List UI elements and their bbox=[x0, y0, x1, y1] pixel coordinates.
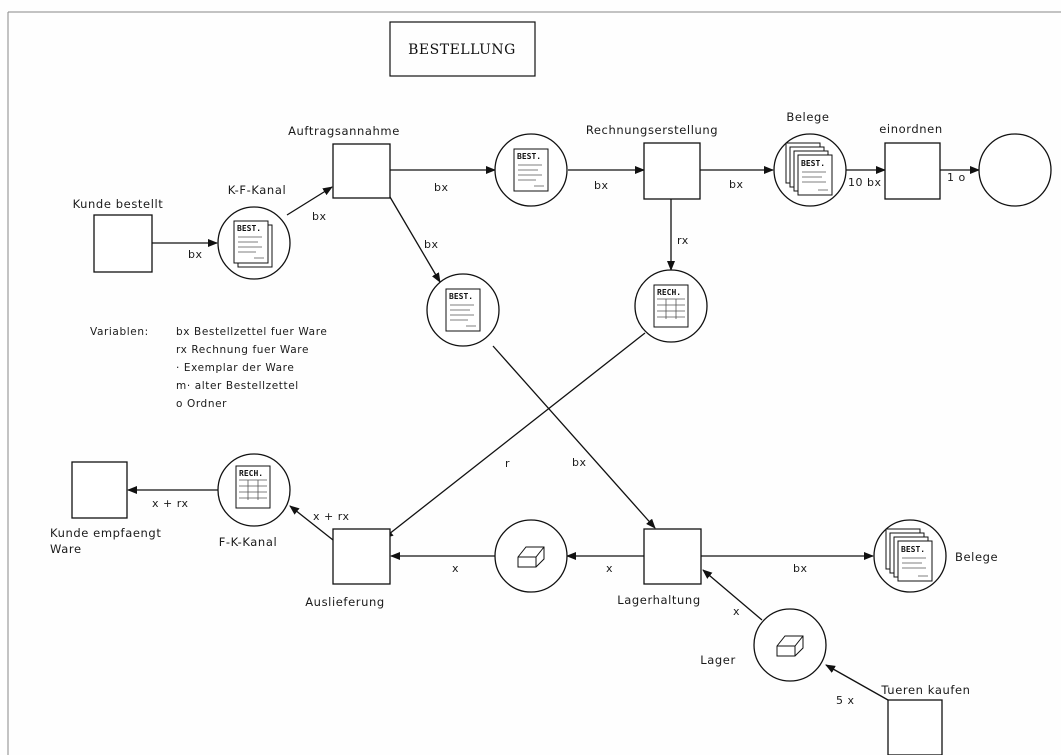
document-stack-icon: BEST. bbox=[785, 142, 833, 196]
doc-label: BEST. bbox=[901, 545, 925, 554]
legend-line: bx Bestellzettel fuer Ware bbox=[176, 326, 327, 338]
doc-label: BEST. bbox=[801, 159, 825, 168]
transition-rechnungserstellung bbox=[643, 142, 701, 200]
arc-label: bx bbox=[594, 179, 609, 192]
arc-label: x bbox=[452, 562, 459, 575]
arc-label: bx bbox=[793, 562, 808, 575]
transition-kunde-empfaengt bbox=[71, 461, 128, 519]
label-tueren-kaufen: Tueren kaufen bbox=[880, 683, 970, 697]
transition-auftragsannahme bbox=[332, 143, 391, 199]
label-kunde-empfaengt-2: Ware bbox=[50, 542, 82, 556]
label-auftragsannahme: Auftragsannahme bbox=[288, 124, 400, 138]
arc-rech-to-auslieferung bbox=[383, 332, 646, 539]
label-auslieferung: Auslieferung bbox=[305, 595, 385, 609]
document-icon: BEST. bbox=[445, 288, 481, 332]
arc-label: bx bbox=[572, 456, 587, 469]
arc-lagerplace-to-lagerhaltung bbox=[702, 569, 763, 621]
arc-label: bx bbox=[424, 238, 439, 251]
doc-label: RECH. bbox=[657, 288, 681, 297]
node-labels: Kunde bestellt K-F-Kanal Auftragsannahme… bbox=[50, 110, 998, 697]
invoice-icon: RECH. bbox=[653, 284, 689, 328]
doc-label: RECH. bbox=[239, 469, 263, 478]
doc-label: BEST. bbox=[237, 224, 261, 233]
arc-best2-to-lager bbox=[492, 345, 656, 529]
transition-auslieferung bbox=[332, 528, 391, 585]
transitions bbox=[71, 142, 943, 755]
arc-label: x + rx bbox=[152, 497, 188, 510]
arc-auftrag-to-best2 bbox=[389, 196, 441, 283]
legend-line: o Ordner bbox=[176, 398, 227, 410]
arc-label: bx bbox=[434, 181, 449, 194]
arc-label: r bbox=[505, 457, 510, 470]
goods-box-icon bbox=[776, 635, 804, 657]
goods-box-icon bbox=[517, 546, 545, 568]
arc-kfk-to-auftrag bbox=[286, 186, 333, 216]
arcs bbox=[127, 166, 980, 701]
title-box: BESTELLUNG bbox=[389, 21, 536, 77]
legend-line: m· alter Bestellzettel bbox=[176, 380, 299, 392]
arc-label: x bbox=[606, 562, 613, 575]
transition-einordnen bbox=[884, 142, 941, 200]
label-kunde-bestellt: Kunde bestellt bbox=[73, 197, 164, 211]
label-belege-top: Belege bbox=[786, 110, 829, 124]
legend-line: rx Rechnung fuer Ware bbox=[176, 344, 309, 356]
arc-label: 1 o bbox=[947, 171, 966, 184]
diagram-title: BESTELLUNG bbox=[408, 42, 516, 58]
document-icon: BEST. bbox=[233, 220, 273, 268]
label-f-k-kanal: F-K-Kanal bbox=[219, 535, 278, 549]
legend-header: Variablen: bbox=[90, 326, 149, 338]
arc-label: rx bbox=[677, 234, 689, 247]
page-frame bbox=[7, 11, 1061, 755]
legend-line: · Exemplar der Ware bbox=[176, 362, 294, 374]
arc-auslieferung-to-fkk bbox=[289, 505, 334, 541]
arc-label: x bbox=[733, 605, 740, 618]
arc-label: bx bbox=[188, 248, 203, 261]
transition-kunde-bestellt bbox=[93, 214, 153, 273]
document-icon: BEST. bbox=[513, 148, 549, 192]
arc-label: x + rx bbox=[313, 510, 349, 523]
arc-tueren-to-lager bbox=[825, 664, 889, 701]
label-lager: Lager bbox=[700, 653, 736, 667]
arc-label: 10 bx bbox=[848, 176, 882, 189]
transition-lagerhaltung bbox=[643, 528, 702, 585]
place-ordner bbox=[978, 133, 1052, 207]
document-stack-icon: BEST. bbox=[885, 528, 933, 582]
variables-legend: Variablen: bx Bestellzettel fuer Ware rx… bbox=[90, 326, 327, 410]
doc-label: BEST. bbox=[517, 152, 541, 161]
label-kunde-empfaengt-1: Kunde empfaengt bbox=[50, 526, 161, 540]
arc-label: bx bbox=[729, 178, 744, 191]
arc-label: 5 x bbox=[836, 694, 855, 707]
arc-label: bx bbox=[312, 210, 327, 223]
label-belege-bottom: Belege bbox=[955, 550, 998, 564]
label-lagerhaltung: Lagerhaltung bbox=[617, 593, 700, 607]
arc-labels: bx bx bx bx bx bx 10 bx 1 o rx r bx bx x… bbox=[152, 171, 966, 707]
doc-label: BEST. bbox=[449, 292, 473, 301]
label-k-f-kanal: K-F-Kanal bbox=[228, 183, 287, 197]
invoice-icon: RECH. bbox=[235, 465, 271, 509]
transition-tueren-kaufen bbox=[887, 699, 943, 755]
label-einordnen: einordnen bbox=[879, 122, 942, 136]
label-rechnungserstellung: Rechnungserstellung bbox=[586, 123, 718, 137]
